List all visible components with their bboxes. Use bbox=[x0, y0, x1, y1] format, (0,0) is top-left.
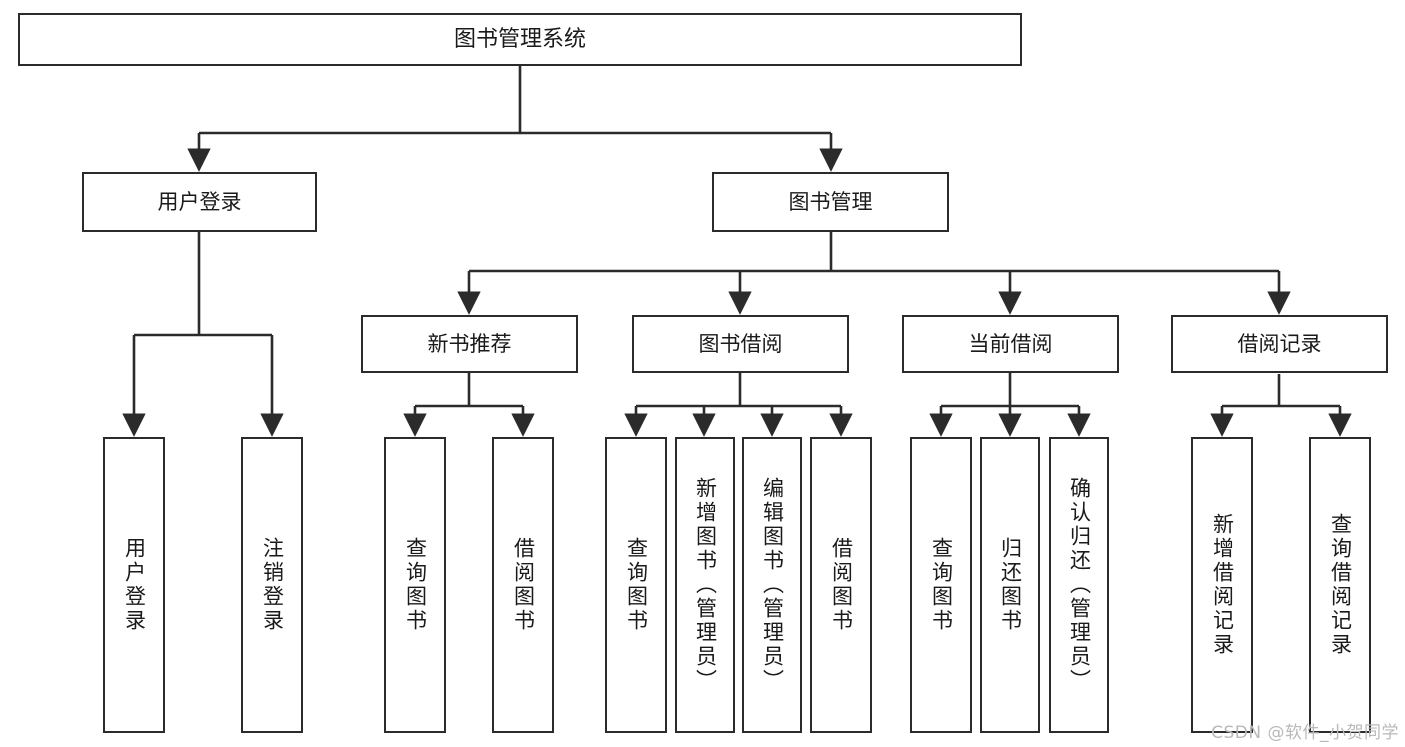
leaf-add-book[interactable]: 新增图书（管理员） bbox=[675, 437, 735, 733]
leaf-add-book-label: 新增图书（管理员） bbox=[693, 477, 718, 693]
leaf-edit-book[interactable]: 编辑图书（管理员） bbox=[742, 437, 802, 733]
node-new-book-recommend[interactable]: 新书推荐 bbox=[361, 315, 578, 373]
leaf-return-book-label: 归还图书 bbox=[998, 537, 1023, 633]
leaf-user-login-label: 用户登录 bbox=[122, 537, 147, 633]
node-user-login[interactable]: 用户登录 bbox=[82, 172, 317, 232]
leaf-query-record[interactable]: 查询借阅记录 bbox=[1309, 437, 1371, 733]
leaf-logout-login-label: 注销登录 bbox=[260, 537, 285, 633]
leaf-borrow-book-1[interactable]: 借阅图书 bbox=[492, 437, 554, 733]
node-book-borrow[interactable]: 图书借阅 bbox=[632, 315, 849, 373]
node-current-borrow[interactable]: 当前借阅 bbox=[902, 315, 1119, 373]
node-root-book-management-system[interactable]: 图书管理系统 bbox=[18, 13, 1022, 66]
leaf-confirm-return[interactable]: 确认归还（管理员） bbox=[1049, 437, 1109, 733]
node-root-label: 图书管理系统 bbox=[453, 26, 586, 52]
node-new-book-recommend-label: 新书推荐 bbox=[427, 331, 512, 356]
leaf-query-book-3[interactable]: 查询图书 bbox=[910, 437, 972, 733]
leaf-query-book-2[interactable]: 查询图书 bbox=[605, 437, 667, 733]
leaf-user-login[interactable]: 用户登录 bbox=[103, 437, 165, 733]
node-borrow-record-label: 借阅记录 bbox=[1237, 331, 1322, 356]
leaf-query-book-2-label: 查询图书 bbox=[624, 537, 649, 633]
node-user-login-label: 用户登录 bbox=[157, 189, 242, 214]
leaf-return-book[interactable]: 归还图书 bbox=[980, 437, 1040, 733]
node-book-manage-label: 图书管理 bbox=[788, 189, 873, 214]
leaf-query-book-1-label: 查询图书 bbox=[403, 537, 428, 633]
leaf-borrow-book-2-label: 借阅图书 bbox=[829, 537, 854, 633]
node-book-borrow-label: 图书借阅 bbox=[698, 331, 783, 356]
leaf-confirm-return-label: 确认归还（管理员） bbox=[1067, 477, 1092, 693]
leaf-add-record[interactable]: 新增借阅记录 bbox=[1191, 437, 1253, 733]
leaf-query-record-label: 查询借阅记录 bbox=[1328, 513, 1353, 657]
csdn-watermark: CSDN @软件_小贺同学 bbox=[1211, 723, 1399, 743]
leaf-query-book-1[interactable]: 查询图书 bbox=[384, 437, 446, 733]
leaf-borrow-book-2[interactable]: 借阅图书 bbox=[810, 437, 872, 733]
leaf-add-record-label: 新增借阅记录 bbox=[1210, 513, 1235, 657]
node-book-manage[interactable]: 图书管理 bbox=[712, 172, 949, 232]
leaf-logout-login[interactable]: 注销登录 bbox=[241, 437, 303, 733]
leaf-edit-book-label: 编辑图书（管理员） bbox=[760, 477, 785, 693]
leaf-borrow-book-1-label: 借阅图书 bbox=[511, 537, 536, 633]
node-current-borrow-label: 当前借阅 bbox=[968, 331, 1053, 356]
node-borrow-record[interactable]: 借阅记录 bbox=[1171, 315, 1388, 373]
leaf-query-book-3-label: 查询图书 bbox=[929, 537, 954, 633]
